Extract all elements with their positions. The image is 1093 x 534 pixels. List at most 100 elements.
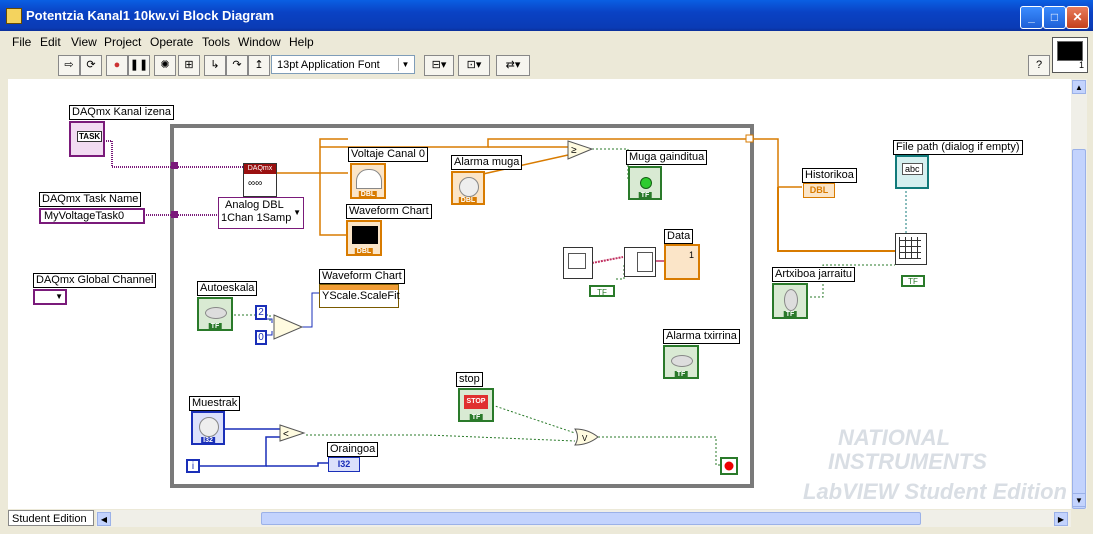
waveform-chart-terminal[interactable]: DBL [346, 220, 382, 256]
dbl-tag-2: DBL [354, 248, 374, 255]
horizontal-scroll-thumb[interactable] [261, 512, 921, 525]
data-chart-terminal[interactable]: 1 [664, 244, 700, 280]
font-select[interactable]: 13pt Application Font ▼ [271, 55, 415, 74]
chevron-down-icon: ▼ [398, 58, 412, 71]
dbl-tag: DBL [358, 191, 378, 198]
vertical-scrollbar[interactable]: ▲ ▼ [1071, 79, 1087, 509]
svg-text:≥: ≥ [571, 145, 577, 156]
task-icon: TASK [77, 131, 103, 142]
menu-edit[interactable]: Edit [40, 35, 61, 49]
menu-window[interactable]: Window [238, 35, 281, 49]
alarma-txirrina-button[interactable]: TF [663, 345, 699, 379]
voltaje-meter-terminal[interactable]: DBL [350, 163, 386, 199]
abort-icon[interactable]: ● [106, 55, 128, 76]
vi-icon-graphic [1057, 41, 1083, 61]
vi-icon[interactable]: 1 [1052, 37, 1088, 73]
property-header [320, 285, 398, 290]
horizontal-scrollbar[interactable]: ◀ ▶ [96, 510, 1071, 527]
muga-gainditu-led[interactable]: TF [628, 166, 662, 200]
data-chart-number: 1 [688, 250, 694, 260]
tf-tag: TF [638, 192, 652, 199]
switch-icon [784, 289, 798, 311]
knob-icon [199, 417, 219, 437]
int-wire-5 [200, 436, 280, 467]
clock-icon [568, 253, 586, 269]
file-icon [899, 237, 921, 259]
yscale-property-node[interactable]: YScale.ScaleFit [319, 284, 400, 308]
retain-wire-values-icon[interactable]: ⊞ [178, 55, 200, 76]
bool-wire-3 [306, 434, 576, 442]
analog-dbl-text2: 1Chan 1Samp [221, 212, 292, 224]
int-wire-6 [266, 462, 328, 467]
block-diagram-canvas[interactable]: ≥ < V DAQmx Kanal izena TASK DAQmx Task … [8, 79, 1071, 509]
menu-operate[interactable]: Operate [150, 35, 194, 49]
minimize-button[interactable]: _ [1020, 6, 1043, 29]
menu-help[interactable]: Help [289, 35, 314, 49]
daqmx-global-constant[interactable]: ▼ [33, 289, 67, 305]
tunnel-3 [745, 134, 754, 143]
step-over-icon[interactable]: ↷ [226, 55, 248, 76]
menu-project[interactable]: Project [104, 35, 142, 49]
scroll-left-arrow[interactable]: ◀ [97, 512, 111, 526]
muestrak-knob[interactable]: I32 [191, 411, 225, 445]
dbl-tag-3: DBL [458, 197, 478, 204]
maximize-button[interactable]: □ [1043, 6, 1066, 29]
write-measurement-file-node[interactable] [895, 233, 927, 265]
label-alarma-txirrina: Alarma txirrina [663, 329, 740, 344]
scroll-right-arrow[interactable]: ▶ [1054, 512, 1068, 526]
chevron-down-icon: ▼ [55, 292, 63, 301]
menu-tools[interactable]: Tools [202, 35, 231, 49]
highlight-execution-icon[interactable]: ✺ [154, 55, 176, 76]
label-artxiboa: Artxiboa jarraitu [772, 267, 856, 282]
autoeskala-button[interactable]: TF [197, 297, 233, 331]
distribute-objects-icon[interactable]: ⊡▾ [458, 55, 490, 76]
meter-icon [356, 169, 382, 189]
stop-button-terminal[interactable]: STOP TF [458, 388, 494, 422]
build-waveform-node[interactable] [624, 247, 656, 277]
align-objects-icon[interactable]: ⊟▾ [424, 55, 454, 76]
tunnel-1 [171, 162, 178, 169]
menu-view[interactable]: View [71, 35, 97, 49]
chevron-down-icon: ▼ [293, 208, 301, 217]
data-wire-6 [482, 154, 569, 175]
bool-wire-7 [616, 265, 625, 280]
led-icon [640, 177, 652, 189]
context-help-button[interactable]: ? [1028, 55, 1050, 76]
button-icon [205, 307, 227, 319]
run-continuously-icon[interactable]: ⟳ [80, 55, 102, 76]
scroll-down-arrow[interactable]: ▼ [1072, 493, 1086, 507]
select-node [273, 314, 304, 340]
label-autoeskala: Autoeskala [197, 281, 258, 296]
oraingoa-indicator[interactable]: I32 [328, 457, 360, 472]
run-arrow-icon[interactable]: ⇨ [58, 55, 80, 76]
get-date-time-node[interactable] [563, 247, 593, 279]
tf-constant-1[interactable]: TF [589, 285, 615, 297]
scroll-up-arrow[interactable]: ▲ [1072, 80, 1086, 94]
data-wire-8 [777, 187, 895, 252]
pause-icon[interactable]: ❚❚ [128, 55, 150, 76]
toolbar: ⇨ ⟳ ● ❚❚ ✺ ⊞ ↳ ↷ ↥ ⊟▾ ⊡▾ ⇄▾ ? [0, 51, 1050, 78]
alarma-muga-knob[interactable]: DBL [451, 171, 485, 205]
historikoa-indicator[interactable]: DBL [803, 183, 835, 198]
vi-icon-number: 1 [1078, 60, 1084, 70]
reorder-icon[interactable]: ⇄▾ [496, 55, 530, 76]
less-node [279, 424, 306, 442]
close-button[interactable]: ✕ [1066, 6, 1089, 29]
daqmx-read-node[interactable]: DAQmx ∞∞ [243, 163, 277, 197]
watermark-national: NATIONAL [838, 425, 951, 450]
label-muestrak: Muestrak [189, 396, 241, 411]
step-out-icon[interactable]: ↥ [248, 55, 270, 76]
file-path-control[interactable]: abc [895, 155, 929, 189]
const-2[interactable]: 2 [255, 305, 267, 320]
vertical-scroll-thumb[interactable] [1072, 149, 1086, 509]
analog-dbl-selector[interactable]: Analog DBL 1Chan 1Samp ▼ [218, 197, 304, 229]
i32-tag: I32 [201, 437, 215, 444]
or-node [574, 428, 599, 446]
menu-file[interactable]: File [12, 35, 32, 49]
step-into-icon[interactable]: ↳ [204, 55, 226, 76]
daqmx-task-constant[interactable]: MyVoltageTask0 [39, 208, 145, 224]
tf-constant-2[interactable]: TF [901, 275, 925, 287]
daqmx-kanal-terminal[interactable]: TASK [69, 121, 105, 157]
artxiboa-switch[interactable]: TF [772, 283, 808, 319]
const-0[interactable]: 0 [255, 330, 267, 345]
